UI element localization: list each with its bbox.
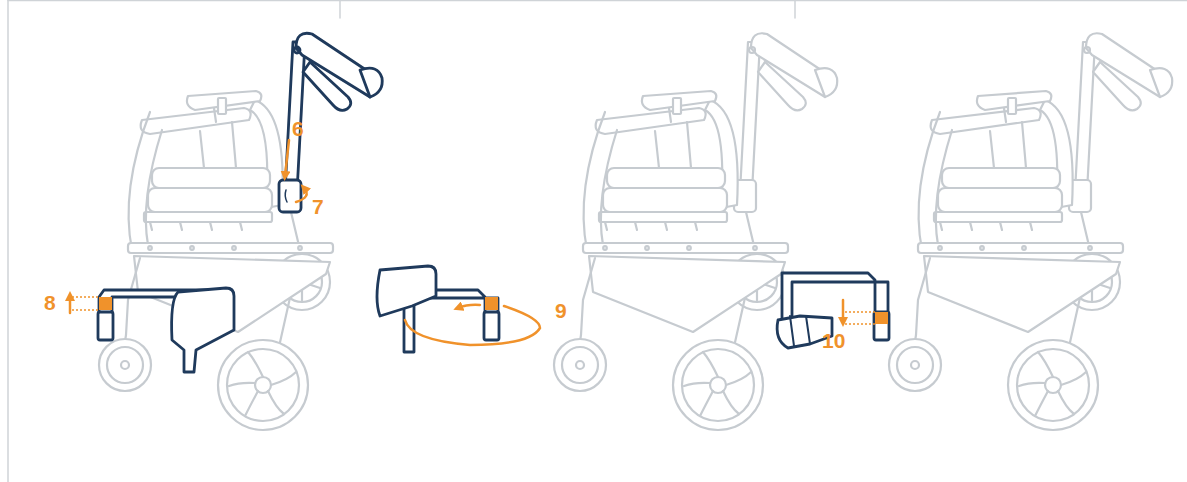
callout-number: 8	[44, 292, 56, 313]
callout-number: 10	[822, 330, 845, 351]
callout-number: 9	[555, 300, 567, 321]
callout-number: 7	[312, 196, 324, 217]
callout-number: 6	[292, 118, 304, 139]
